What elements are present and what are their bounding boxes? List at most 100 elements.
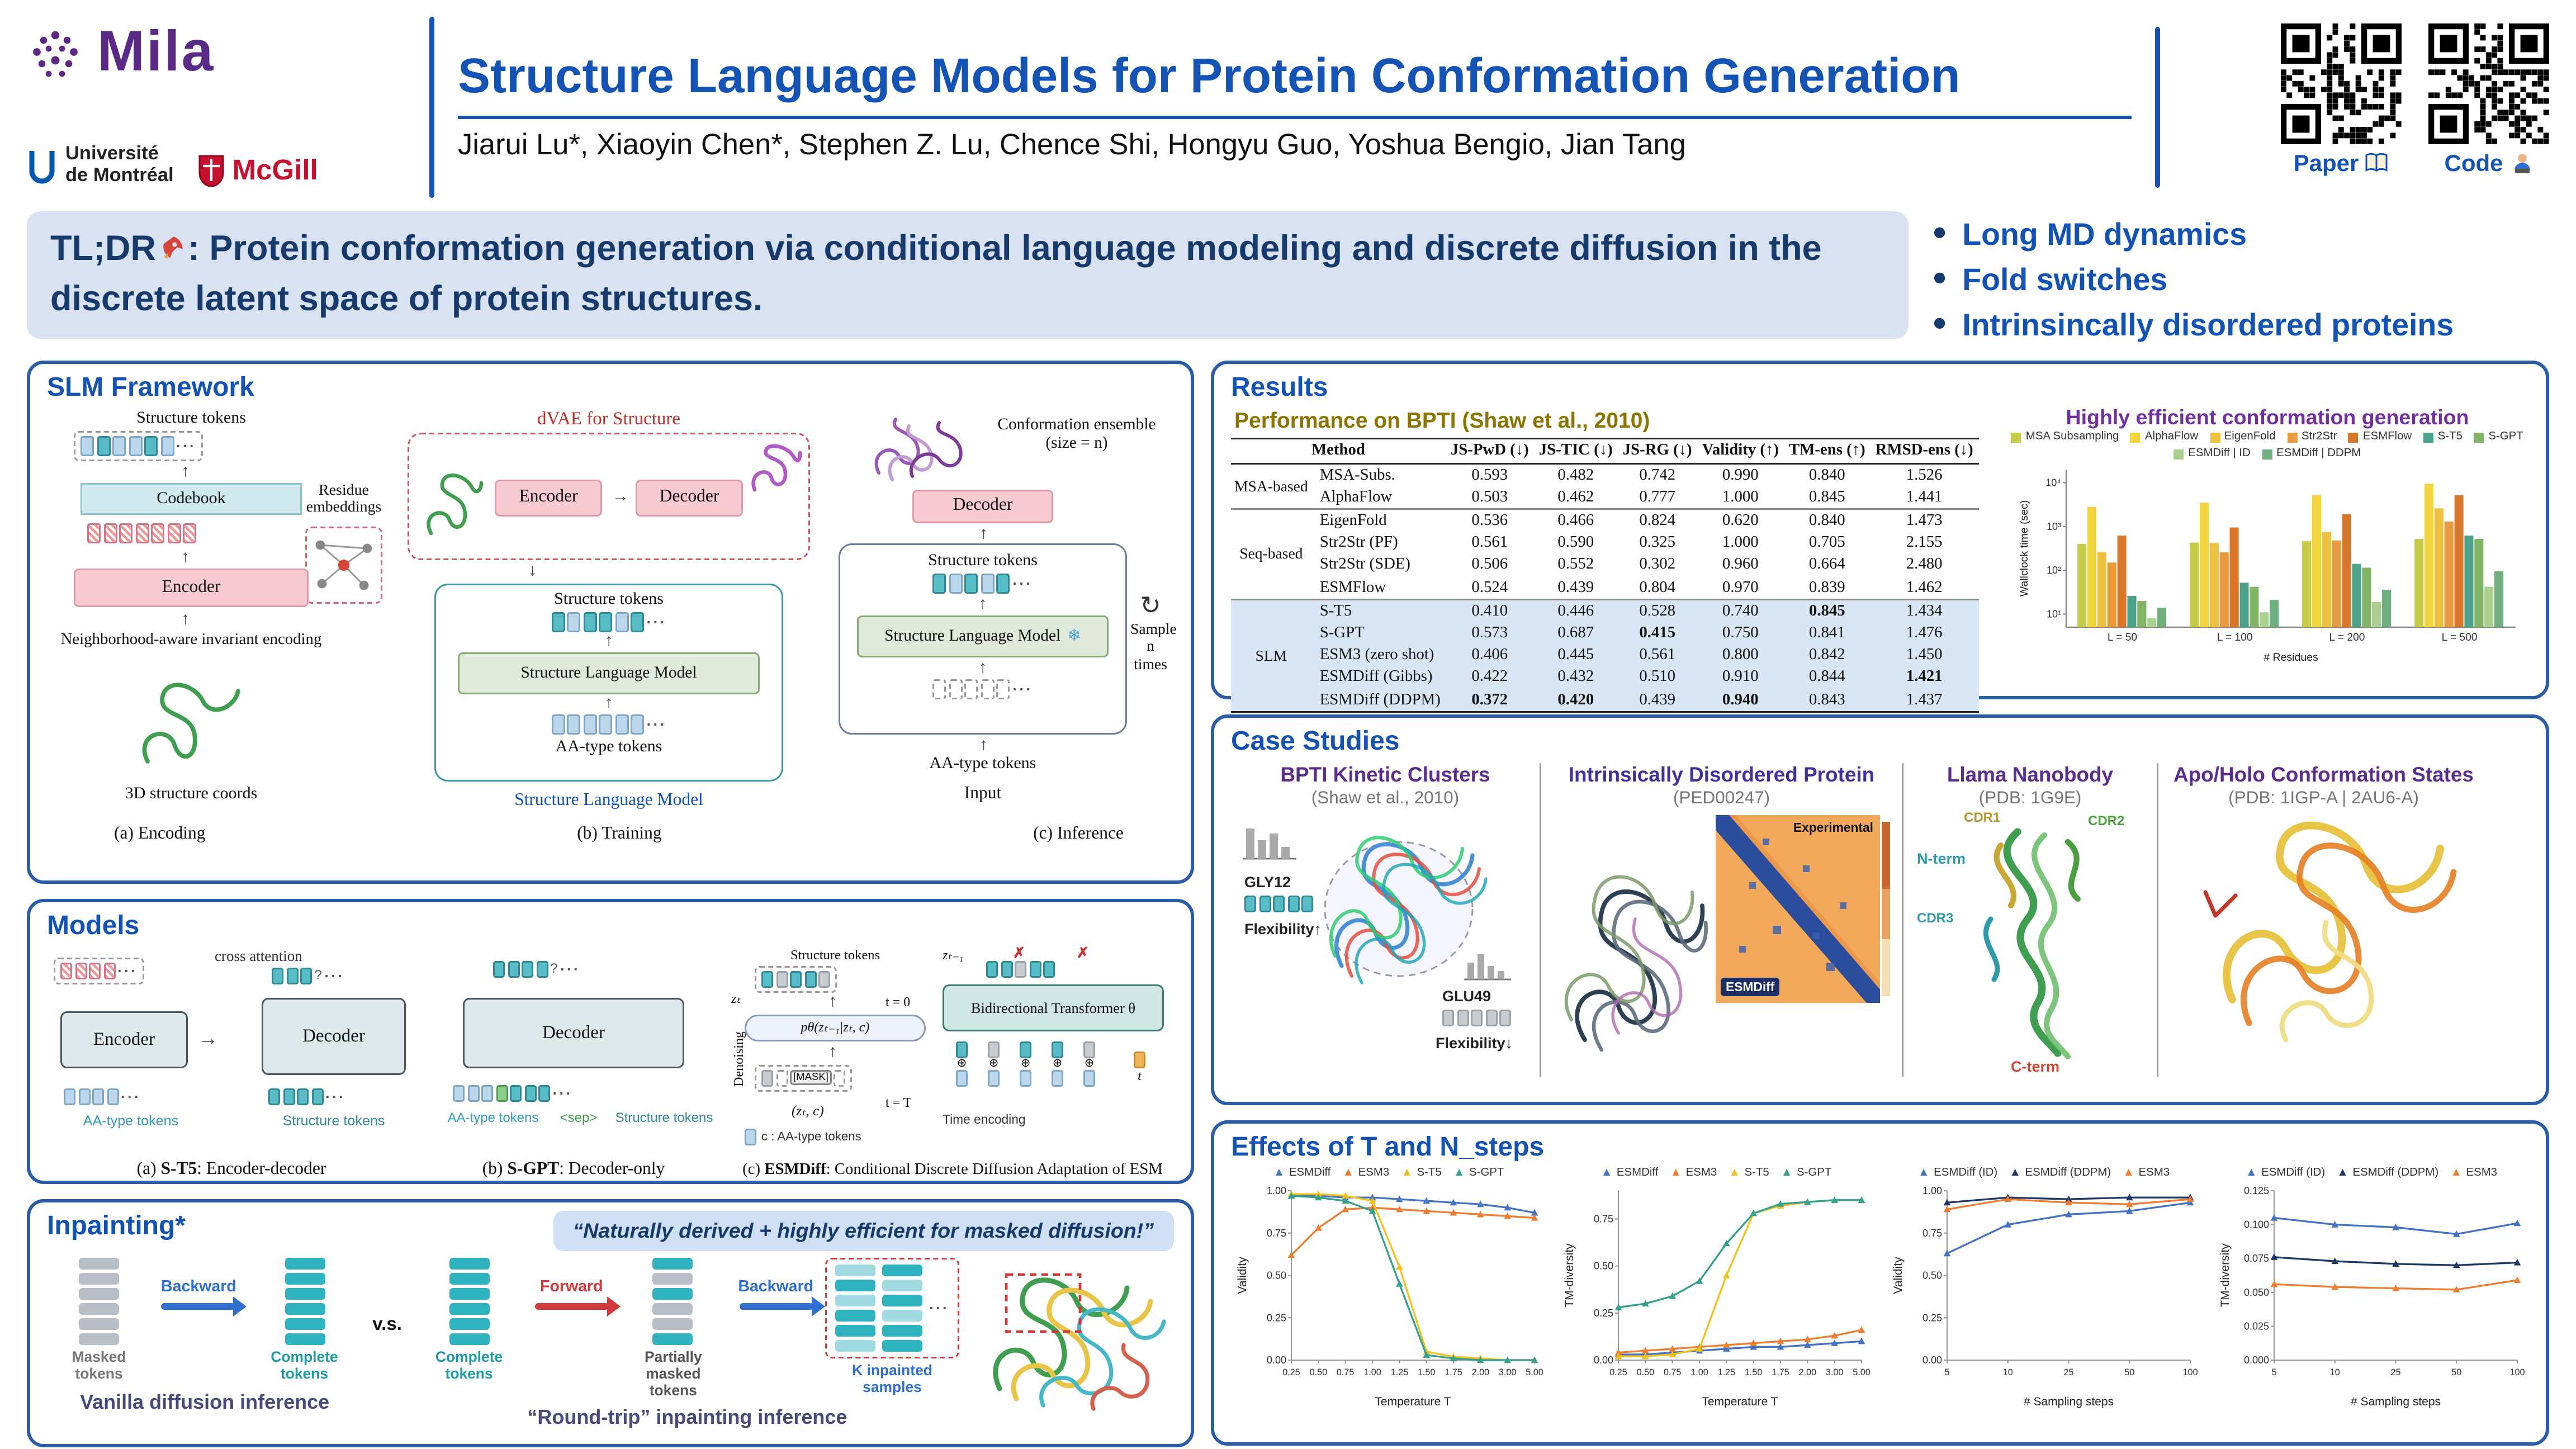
table-cell: 0.742 <box>1617 462 1697 486</box>
table-cell: 0.372 <box>1471 690 1508 709</box>
nanobody-ribbon-art <box>1983 827 2081 1059</box>
table-cell: 0.824 <box>1617 508 1697 532</box>
mcgill-wordmark: McGill <box>232 154 318 186</box>
inference-decoder-box: Decoder <box>912 489 1053 523</box>
svg-text:0.125: 0.125 <box>2244 1185 2269 1196</box>
glu49-histogram-icon <box>1464 954 1511 980</box>
svg-text:L = 500: L = 500 <box>2442 632 2478 643</box>
vanilla-group: Masked tokens Backward Complete tokens <box>50 1258 359 1413</box>
svg-text:1.00: 1.00 <box>1691 1367 1709 1377</box>
svg-text:0.75: 0.75 <box>1594 1213 1614 1224</box>
structure-token-row: ··· <box>74 430 203 461</box>
table-cell: 0.839 <box>1808 577 1845 596</box>
snowflake-icon: ❄ <box>1067 627 1081 646</box>
sgpt-sep-label: <sep> <box>560 1109 598 1125</box>
table-cell: EigenFold <box>1311 508 1446 532</box>
svg-text:0.050: 0.050 <box>2244 1286 2269 1297</box>
svg-text:0.00: 0.00 <box>1594 1354 1614 1365</box>
ksamples-group: ··· K inpainted samples <box>825 1258 959 1396</box>
legend-item: Str2Str <box>2287 430 2337 444</box>
partial-stack: Partially masked tokens <box>620 1258 726 1399</box>
cycle-icon: ↻ <box>1140 591 1161 620</box>
sgpt-struct-label: Structure tokens <box>615 1109 713 1125</box>
legend-item: ▲ESMDiff <box>1600 1166 1659 1178</box>
legend-item: AlphaFlow <box>2130 430 2198 444</box>
table-cell: 0.593 <box>1445 462 1534 486</box>
zt1-label: zₜ₋₁ <box>943 946 964 962</box>
structure-coords-art <box>142 682 240 763</box>
flex-down-label: Flexibility↓ <box>1436 1034 1513 1052</box>
svg-text:0.75: 0.75 <box>1922 1227 1942 1238</box>
mila-wordmark: Mila <box>97 20 215 84</box>
case-bpti: BPTI Kinetic Clusters (Shaw et al., 2010… <box>1231 763 1540 1076</box>
table-cell: 1.000 <box>1722 487 1759 506</box>
st5-encoder-box: Encoder <box>60 1010 188 1068</box>
tldr-box: TL;DR: Protein conformation generation v… <box>27 211 1909 339</box>
rocket-icon <box>163 236 183 259</box>
svg-text:1.25: 1.25 <box>1391 1367 1409 1377</box>
table-cell: 0.466 <box>1533 508 1618 532</box>
esmdiff-masked-row: [MASK] <box>755 1064 853 1091</box>
legend-item: ▲ESM3 <box>2123 1166 2170 1178</box>
dvae-encoder-box: Encoder <box>495 479 602 516</box>
caption-inference: (c) Inference <box>1033 824 1124 843</box>
table-cell: S-T5 <box>1311 598 1446 622</box>
esmdiff-map-label: ESMDiff <box>1721 978 1780 996</box>
svg-text:1.00: 1.00 <box>1267 1185 1286 1196</box>
st5-aa-label: AA-type tokens <box>83 1111 179 1128</box>
models-title: Models <box>47 913 140 942</box>
training-input-structure <box>427 472 484 534</box>
encoding-diagram: Structure tokens ··· ↑ Codebook Residue … <box>50 409 392 825</box>
svg-text:5: 5 <box>1944 1367 1949 1377</box>
table-cell: 0.705 <box>1808 533 1845 552</box>
table-cell: 0.750 <box>1722 623 1759 642</box>
ztc-label: (zₜ, c) <box>792 1102 824 1118</box>
svg-text:1.75: 1.75 <box>1772 1367 1790 1377</box>
svg-text:10³: 10³ <box>2047 520 2061 532</box>
table-cell: 0.524 <box>1471 577 1508 596</box>
backward-arrow <box>162 1297 248 1318</box>
coords-label: 3D structure coords <box>125 784 258 803</box>
arrow-down: ↓ <box>528 561 537 580</box>
svg-text:0.25: 0.25 <box>1267 1311 1286 1323</box>
sample-n-times: ↻ Sample n times <box>1130 590 1177 673</box>
chart-legend: ▲ESMDiff (ID)▲ESMDiff (DDPM)▲ESM3 <box>2246 1167 2497 1178</box>
qr-block: Paper Code <box>2184 17 2549 198</box>
table-cell: 0.990 <box>1697 462 1784 486</box>
dvae-decoder-box: Decoder <box>636 479 743 516</box>
table-cell: 1.437 <box>1906 690 1943 709</box>
svg-text:# Residues: # Residues <box>2264 651 2318 664</box>
tldr-text: : Protein conformation generation via co… <box>50 230 1822 319</box>
forward-arrow <box>534 1297 621 1318</box>
table-cell: 0.664 <box>1808 556 1845 575</box>
legend-item: S-T5 <box>2423 430 2463 444</box>
esmdiff-top-row <box>755 965 837 992</box>
svg-text:L = 100: L = 100 <box>2217 632 2253 643</box>
roundtrip-caption: “Round-trip” inpainting inference <box>527 1406 847 1430</box>
aa-token-row: ··· <box>436 714 782 735</box>
table-cell: 0.777 <box>1639 487 1676 506</box>
svg-text:0.025: 0.025 <box>2244 1320 2269 1331</box>
table-cell: 0.506 <box>1471 556 1508 575</box>
qr-divider <box>2155 27 2160 188</box>
table-cell: Validity (↑) <box>1697 437 1784 464</box>
table-cell: 0.561 <box>1639 646 1676 665</box>
table-cell: 0.420 <box>1557 690 1594 709</box>
dvae-box <box>408 432 810 560</box>
backward-arrow-2 <box>738 1297 825 1318</box>
svg-text:0.25: 0.25 <box>1594 1307 1614 1318</box>
slm-frozen-box: Structure Language Model❄ <box>857 615 1109 658</box>
arrow-up: ↑ <box>604 694 613 713</box>
table-cell: 0.845 <box>1808 487 1845 506</box>
time-encoding-label: Time encoding <box>943 1111 1026 1126</box>
gly12-tokens <box>1244 895 1313 912</box>
svg-text:0.25: 0.25 <box>1922 1311 1942 1323</box>
udem-logo-icon <box>29 150 55 183</box>
legend-item: ▲ESM3 <box>1342 1166 1390 1178</box>
table-cell: 0.503 <box>1471 487 1508 506</box>
